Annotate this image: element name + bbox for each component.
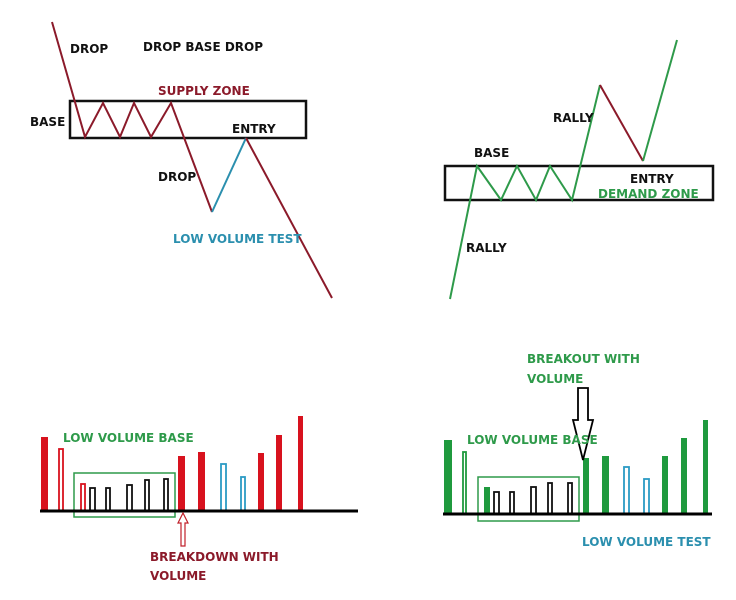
volume-bar — [89, 487, 96, 512]
label-title: DROP BASE DROP — [143, 40, 263, 54]
label-low-volume-base: LOW VOLUME BASE — [467, 433, 598, 447]
volume-bar — [662, 456, 668, 514]
demand-price-line — [449, 84, 601, 300]
supply-zone-panel: DROP DROP BASE DROP SUPPLY ZONE BASE ENT… — [30, 21, 333, 299]
demand-pullback-line — [599, 84, 644, 162]
label-entry: ENTRY — [232, 122, 276, 136]
volume-bar — [462, 451, 467, 515]
label-low-volume-test: LOW VOLUME TEST — [582, 535, 711, 549]
volume-bar — [220, 463, 227, 512]
label-breakdown-line2: VOLUME — [150, 569, 206, 583]
label-low-volume-base: LOW VOLUME BASE — [63, 431, 194, 445]
breakout-arrow-icon — [571, 387, 595, 461]
volume-breakdown-panel: LOW VOLUME BASE BREAKDOWN WITH VOLUME — [40, 416, 358, 583]
label-rally-bottom: RALLY — [466, 241, 507, 255]
label-breakdown-line1: BREAKDOWN WITH — [150, 550, 279, 564]
volume-bar — [623, 466, 630, 515]
volume-bar — [602, 456, 609, 514]
supply-price-line — [51, 21, 213, 213]
label-supply-zone: SUPPLY ZONE — [158, 84, 250, 98]
demand-rally-line — [642, 39, 678, 162]
low-volume-base-box — [477, 476, 580, 522]
volume-bar — [567, 482, 573, 515]
supply-zone-box — [68, 99, 308, 140]
volume-bar — [126, 484, 133, 512]
volume-bar — [144, 479, 150, 512]
supply-drop-line — [245, 137, 333, 299]
label-base: BASE — [30, 115, 65, 129]
low-volume-base-box — [73, 472, 176, 518]
volume-bar — [509, 491, 515, 515]
volume-bar — [643, 478, 650, 515]
volume-bar — [276, 435, 282, 511]
volume-bar — [105, 487, 111, 512]
volume-bar — [258, 453, 264, 511]
volume-bar — [198, 452, 205, 511]
volume-bar — [444, 440, 452, 514]
label-demand-zone: DEMAND ZONE — [598, 187, 699, 201]
breakdown-arrow-icon — [177, 511, 189, 547]
volume-bar — [178, 456, 185, 511]
volume-bar — [58, 448, 64, 512]
label-breakout-line2: VOLUME — [527, 372, 583, 386]
volume-bar — [583, 458, 589, 514]
label-entry: ENTRY — [630, 172, 674, 186]
volume-bar — [484, 487, 490, 514]
volume-breakout-panel: BREAKOUT WITH VOLUME LOW VOLUME BASE LOW… — [443, 352, 712, 549]
volume-bar — [80, 483, 86, 512]
demand-zone-box — [443, 164, 715, 202]
label-drop-top: DROP — [70, 42, 108, 56]
label-rally-top: RALLY — [553, 111, 594, 125]
label-breakout-line1: BREAKOUT WITH — [527, 352, 640, 366]
demand-zone-panel: BASE RALLY RALLY ENTRY DEMAND ZONE — [443, 39, 715, 300]
volume-bar — [240, 476, 246, 512]
label-drop-mid: DROP — [158, 170, 196, 184]
volume-bar — [41, 437, 48, 511]
label-base: BASE — [474, 146, 509, 160]
volume-bar — [530, 486, 537, 515]
volume-bar — [493, 491, 500, 515]
volume-bar — [681, 438, 687, 514]
volume-bar — [547, 482, 553, 515]
volume-bar — [163, 478, 169, 512]
supply-test-line — [211, 137, 247, 213]
volume-bar — [703, 420, 708, 514]
volume-bar — [298, 416, 303, 511]
label-low-volume-test: LOW VOLUME TEST — [173, 232, 302, 246]
